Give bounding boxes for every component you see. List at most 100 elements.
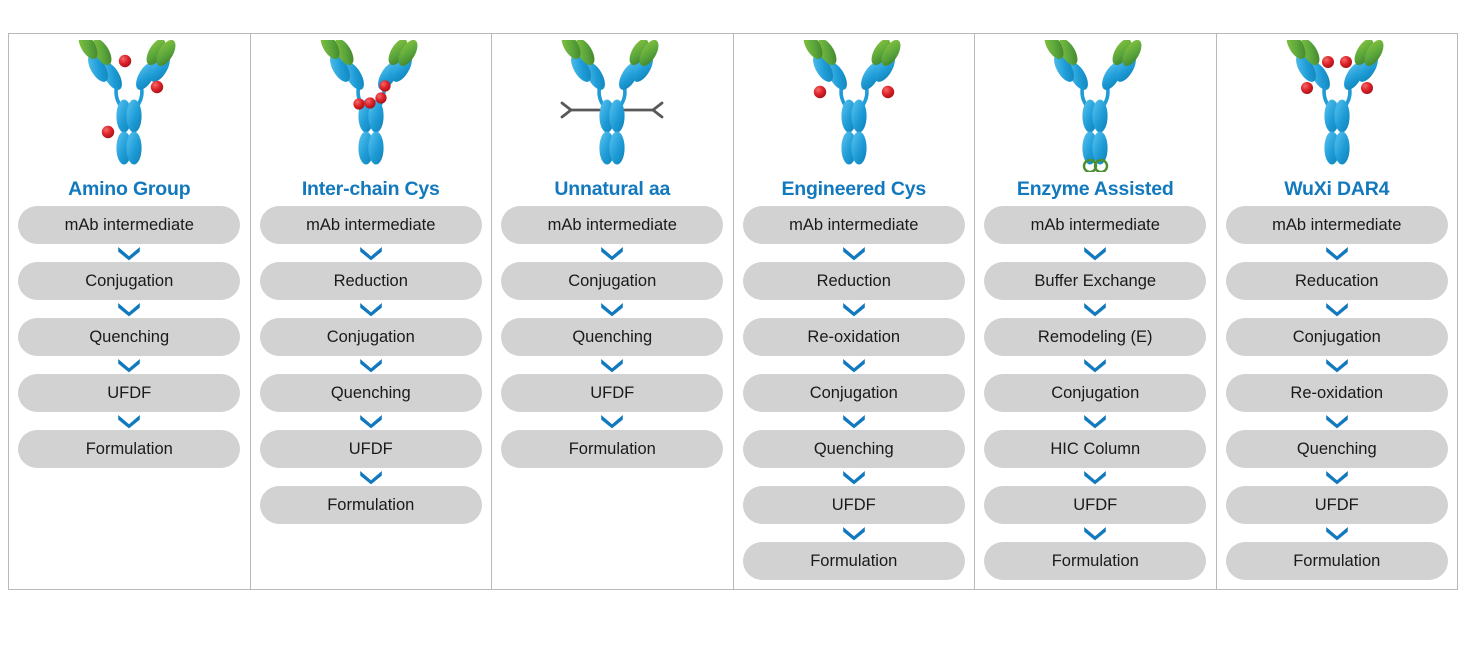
conjugation-site-marker xyxy=(1339,56,1352,68)
antibody-enzyme-assisted xyxy=(1044,40,1142,172)
chevron-down-icon xyxy=(118,247,141,261)
process-step: Conjugation xyxy=(1225,318,1448,356)
process-step: mAb intermediate xyxy=(1225,206,1448,244)
conjugation-site-marker xyxy=(364,97,376,109)
antibody-unnatural-aa xyxy=(560,40,664,165)
chevron-down-icon xyxy=(1325,359,1348,373)
process-step: mAb intermediate xyxy=(259,206,482,244)
step-arrow xyxy=(1324,300,1350,318)
chevron-down-icon xyxy=(1325,303,1348,317)
process-step: UFDF xyxy=(984,486,1207,524)
chevron-down-icon xyxy=(118,359,141,373)
process-step: Formulation xyxy=(18,430,241,468)
step-arrow xyxy=(1082,412,1108,430)
glycan-site-marker xyxy=(1094,158,1109,172)
platform-title: WuXi DAR4 xyxy=(1284,178,1390,200)
chevron-down-icon xyxy=(118,415,141,429)
step-arrow xyxy=(841,412,867,430)
process-step: Conjugation xyxy=(984,374,1207,412)
step-arrow xyxy=(599,356,625,374)
step-arrow xyxy=(841,356,867,374)
step-arrow xyxy=(1082,468,1108,486)
antibody-engineered-cys xyxy=(803,40,901,165)
process-step: Reduction xyxy=(259,262,482,300)
process-step: Quenching xyxy=(18,318,241,356)
chevron-down-icon xyxy=(842,303,865,317)
conjugation-site-marker xyxy=(881,85,894,99)
chevron-down-icon xyxy=(601,415,624,429)
process-step: Re-oxidation xyxy=(742,318,965,356)
conjugation-site-marker xyxy=(1300,82,1313,94)
step-arrow xyxy=(841,300,867,318)
step-arrow xyxy=(1082,356,1108,374)
process-step: Conjugation xyxy=(501,262,724,300)
step-arrow xyxy=(1082,300,1108,318)
unnatural-aa-marker xyxy=(560,101,664,119)
chevron-down-icon xyxy=(1084,247,1107,261)
process-step: mAb intermediate xyxy=(18,206,241,244)
step-arrow xyxy=(599,412,625,430)
chevron-down-icon xyxy=(359,247,382,261)
step-arrow xyxy=(841,468,867,486)
conjugation-site-marker xyxy=(1321,56,1334,68)
process-step: Formulation xyxy=(984,542,1207,580)
process-step: Quenching xyxy=(259,374,482,412)
platform-title: Amino Group xyxy=(68,178,191,200)
chevron-down-icon xyxy=(1325,247,1348,261)
chevron-down-icon xyxy=(601,247,624,261)
chevron-down-icon xyxy=(1084,471,1107,485)
step-arrow xyxy=(358,300,384,318)
step-arrow xyxy=(1082,524,1108,542)
process-step: Formulation xyxy=(501,430,724,468)
step-arrow xyxy=(358,412,384,430)
step-arrow xyxy=(1324,412,1350,430)
chevron-down-icon xyxy=(359,303,382,317)
step-arrow xyxy=(358,468,384,486)
antibody-amino-group xyxy=(78,40,176,165)
chevron-down-icon xyxy=(1325,415,1348,429)
step-arrow xyxy=(599,300,625,318)
conjugation-site-marker xyxy=(375,92,387,104)
antibody-wuxi-dar4 xyxy=(1286,40,1384,165)
process-step: Conjugation xyxy=(742,374,965,412)
process-step: Quenching xyxy=(1225,430,1448,468)
step-arrow xyxy=(841,524,867,542)
process-step: Quenching xyxy=(501,318,724,356)
chevron-down-icon xyxy=(1084,415,1107,429)
process-step: Formulation xyxy=(742,542,965,580)
process-step: HIC Column xyxy=(984,430,1207,468)
process-step: mAb intermediate xyxy=(501,206,724,244)
process-step: UFDF xyxy=(18,374,241,412)
process-step: Remodeling (E) xyxy=(984,318,1207,356)
step-arrow xyxy=(116,412,142,430)
step-arrow xyxy=(116,356,142,374)
chevron-down-icon xyxy=(842,471,865,485)
chevron-down-icon xyxy=(118,303,141,317)
step-arrow xyxy=(1324,244,1350,262)
chevron-down-icon xyxy=(601,359,624,373)
process-step: Re-oxidation xyxy=(1225,374,1448,412)
process-step: UFDF xyxy=(259,430,482,468)
step-arrow xyxy=(116,300,142,318)
conjugation-site-marker xyxy=(379,80,391,92)
conjugation-site-marker xyxy=(353,98,365,110)
process-step: UFDF xyxy=(1225,486,1448,524)
chevron-down-icon xyxy=(842,415,865,429)
antibody-inter-chain-cys xyxy=(320,40,418,165)
chevron-down-icon xyxy=(601,303,624,317)
chevron-down-icon xyxy=(359,471,382,485)
step-arrow xyxy=(116,244,142,262)
conjugation-site-marker xyxy=(813,85,826,99)
process-step: UFDF xyxy=(742,486,965,524)
step-arrow xyxy=(1082,244,1108,262)
platform-title: Engineered Cys xyxy=(781,178,927,200)
